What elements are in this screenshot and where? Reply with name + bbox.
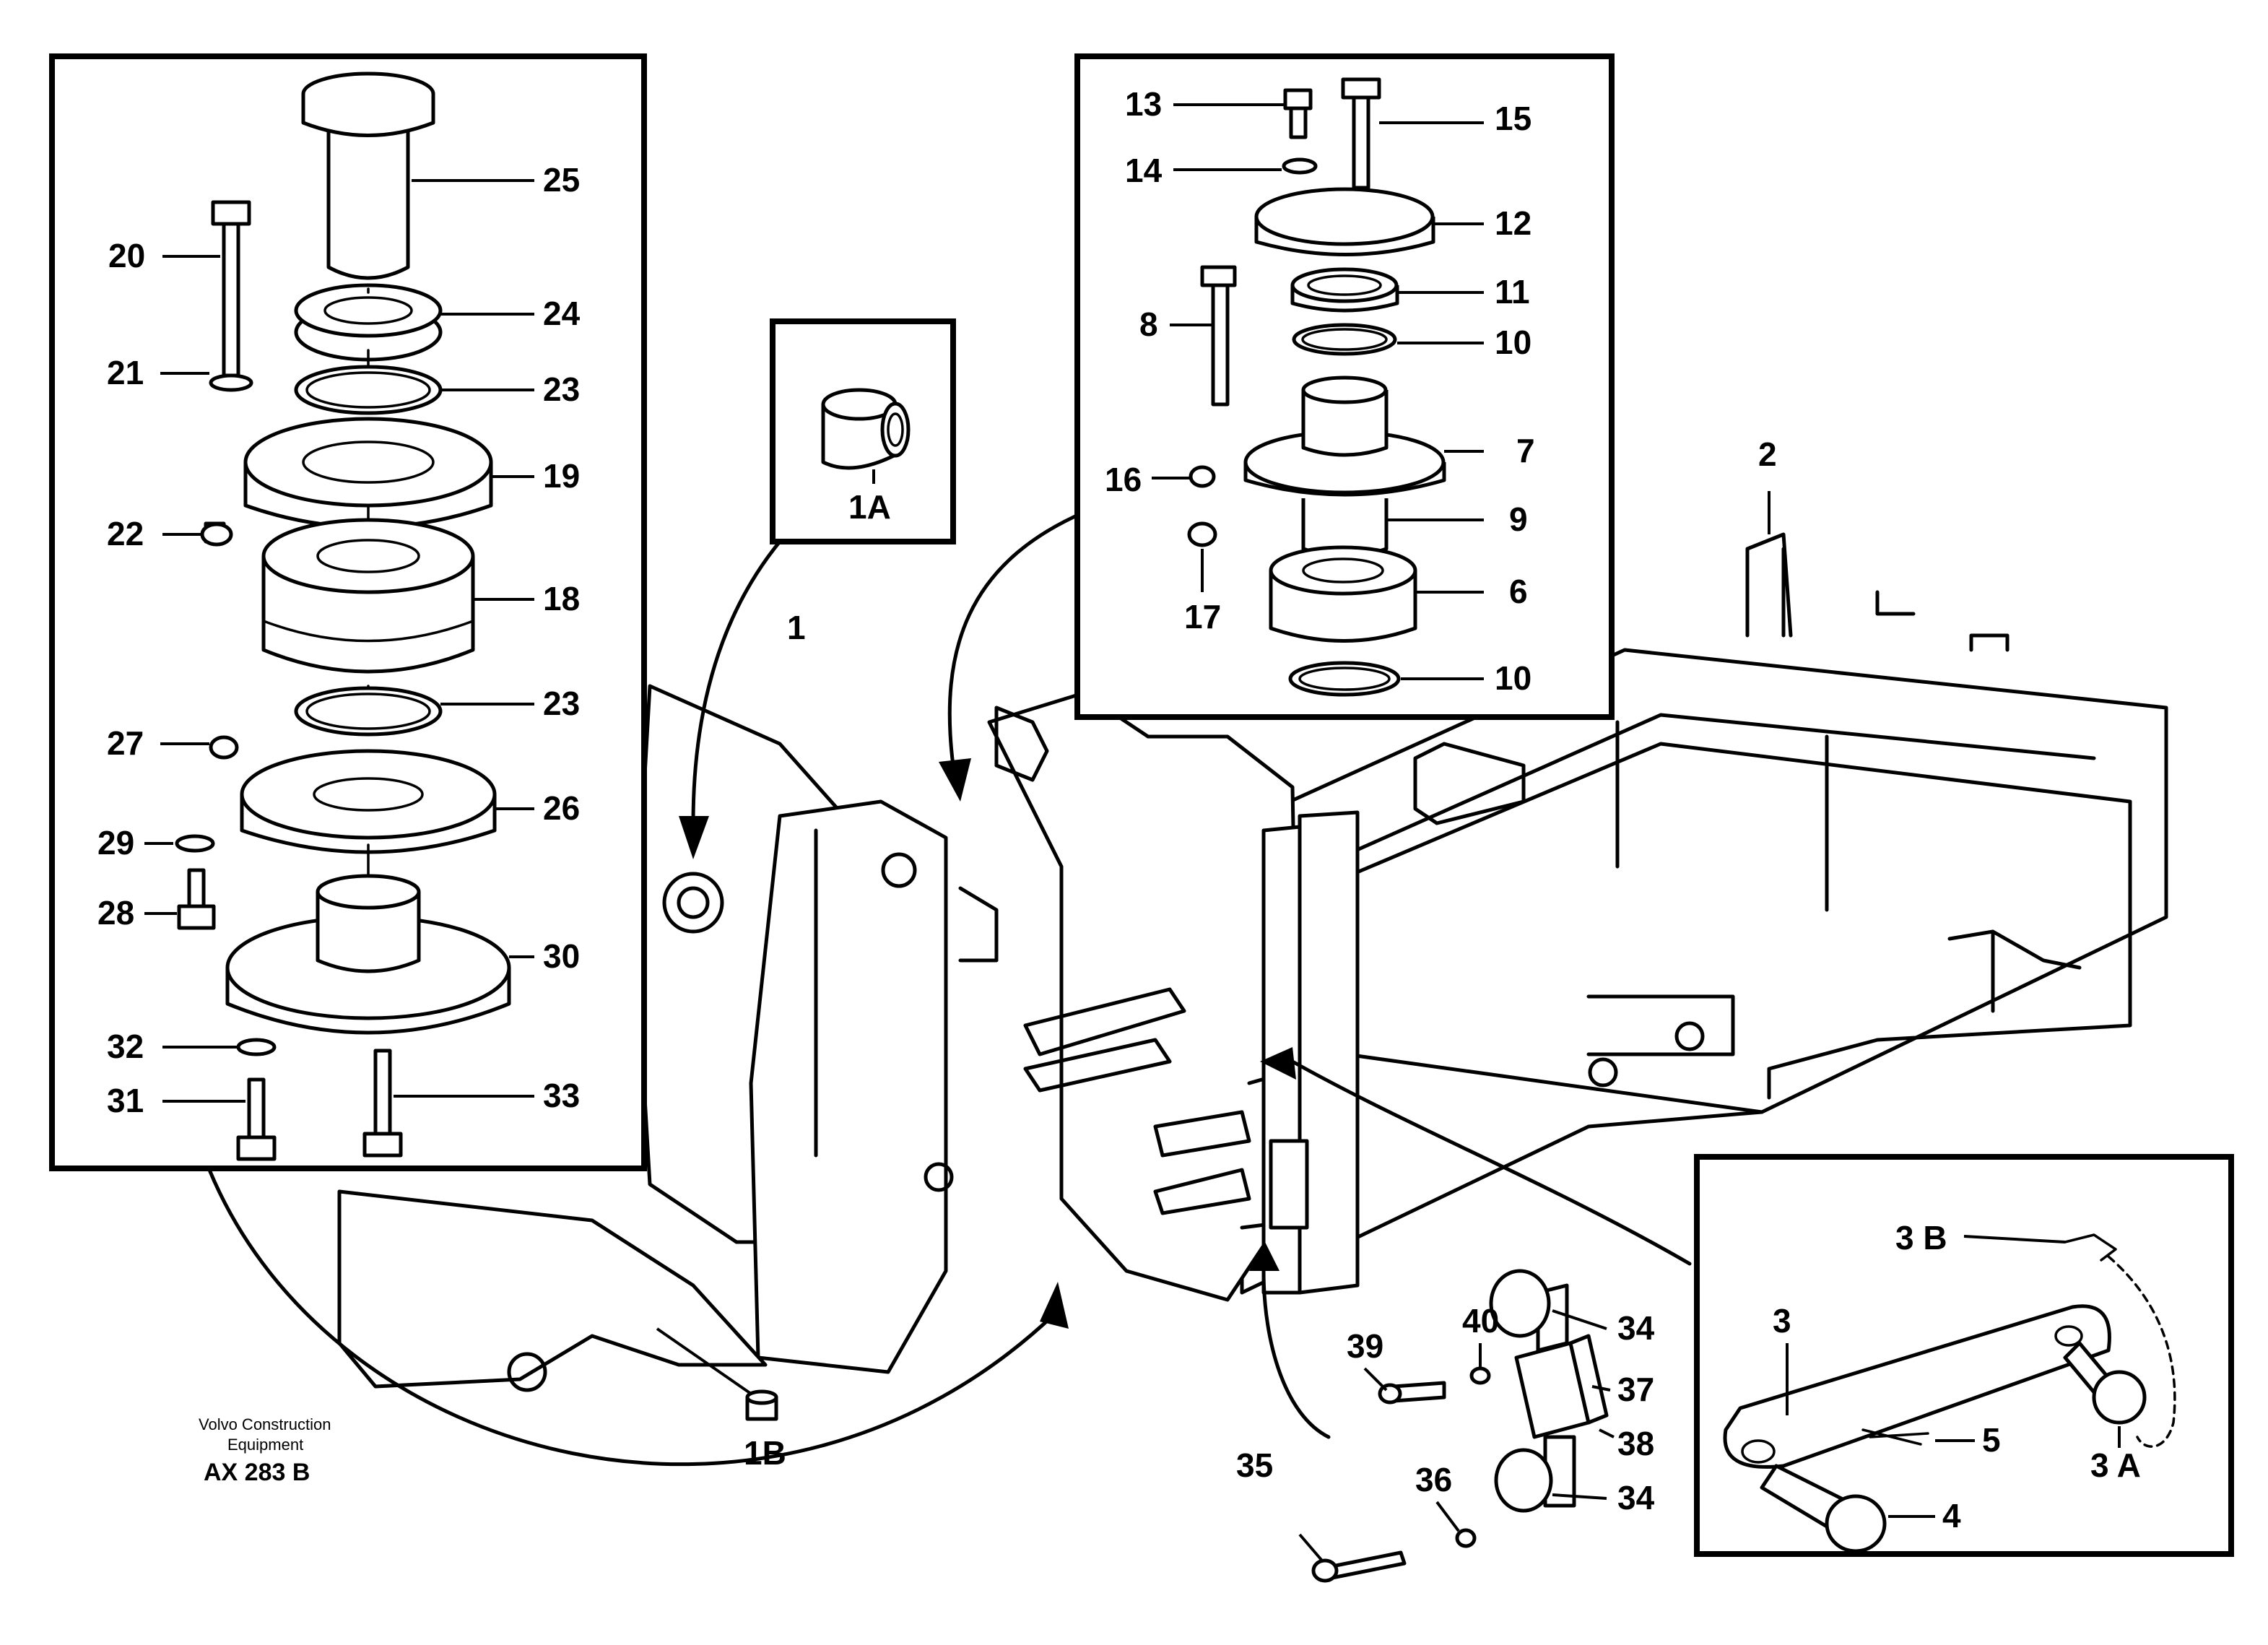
callout-label: 28 [97, 894, 134, 932]
callout-label: 11 [1495, 273, 1530, 311]
buffer-parts-group [1298, 1269, 1615, 1583]
callout-label: 36 [1415, 1461, 1452, 1498]
callout-label: 22 [107, 515, 144, 552]
maker-line-1: Volvo Construction [199, 1415, 331, 1433]
callout-label: 9 [1509, 500, 1528, 538]
callout-label: 26 [543, 789, 580, 827]
callout-label: 20 [108, 237, 145, 274]
centre-frame-drawing [337, 684, 999, 1392]
assembly-flow-arrows [207, 511, 1692, 1467]
callout-label: 39 [1347, 1327, 1383, 1365]
rear-frame-drawing [1240, 532, 2168, 1295]
callout-label: 34 [1617, 1309, 1655, 1347]
callout-label: 3 [1773, 1302, 1791, 1340]
front-frame-drawing [987, 691, 1360, 1302]
callout-label: 7 [1516, 432, 1535, 469]
callout-label: 31 [107, 1082, 144, 1119]
callout-label: 18 [543, 580, 580, 617]
maker-line-2: Equipment [227, 1436, 303, 1454]
callout-label: 27 [107, 724, 144, 762]
callout-label: 21 [107, 354, 144, 391]
callout-label: 5 [1982, 1421, 2001, 1459]
callout-label: 1 [787, 609, 806, 646]
callout-label: 4 [1942, 1497, 1961, 1535]
callout-label: 15 [1495, 100, 1531, 137]
callout-label: 19 [543, 457, 580, 495]
callout-label: 24 [543, 295, 581, 332]
callout-label: 38 [1617, 1425, 1654, 1462]
callout-label: 2 [1758, 435, 1777, 473]
callout-label: 14 [1125, 152, 1163, 189]
callout-label: 13 [1125, 85, 1162, 123]
callout-label: 3 A [2090, 1446, 2141, 1484]
callout-label: 33 [543, 1077, 580, 1114]
callout-label: 10 [1495, 659, 1531, 697]
callout-label: 16 [1105, 461, 1142, 498]
callout-label: 29 [97, 824, 134, 861]
callout-label: 30 [543, 937, 580, 975]
detail-box-hitch [1694, 1154, 2234, 1557]
maker-block: Volvo Construction Equipment AX 283 B [199, 1415, 331, 1486]
callout-labels: 25 20 24 21 23 19 22 18 23 27 26 29 28 3… [97, 85, 2141, 1535]
detail-box-1a [770, 318, 956, 544]
bushing-1b-part [656, 1327, 778, 1421]
callout-label: 40 [1462, 1302, 1499, 1340]
callout-label: 10 [1495, 324, 1531, 361]
callout-label: 32 [107, 1028, 144, 1065]
callout-label: 6 [1509, 573, 1528, 610]
callout-label: 23 [543, 685, 580, 722]
callout-label: 17 [1184, 598, 1221, 635]
detail-box-right [1074, 53, 1770, 720]
callout-label: 8 [1139, 305, 1158, 343]
drawing-code: AX 283 B [204, 1459, 310, 1486]
callout-label: 3 B [1895, 1219, 1947, 1256]
callout-label: 37 [1617, 1371, 1654, 1408]
callout-label: 25 [543, 161, 580, 199]
callout-label: 23 [543, 370, 580, 408]
callout-label: 12 [1495, 204, 1531, 242]
callout-label: 34 [1617, 1479, 1655, 1516]
callout-label: 35 [1236, 1446, 1273, 1484]
callout-label: 1A [848, 488, 891, 526]
callout-label: 1B [744, 1434, 786, 1472]
detail-box-left [49, 53, 647, 1171]
